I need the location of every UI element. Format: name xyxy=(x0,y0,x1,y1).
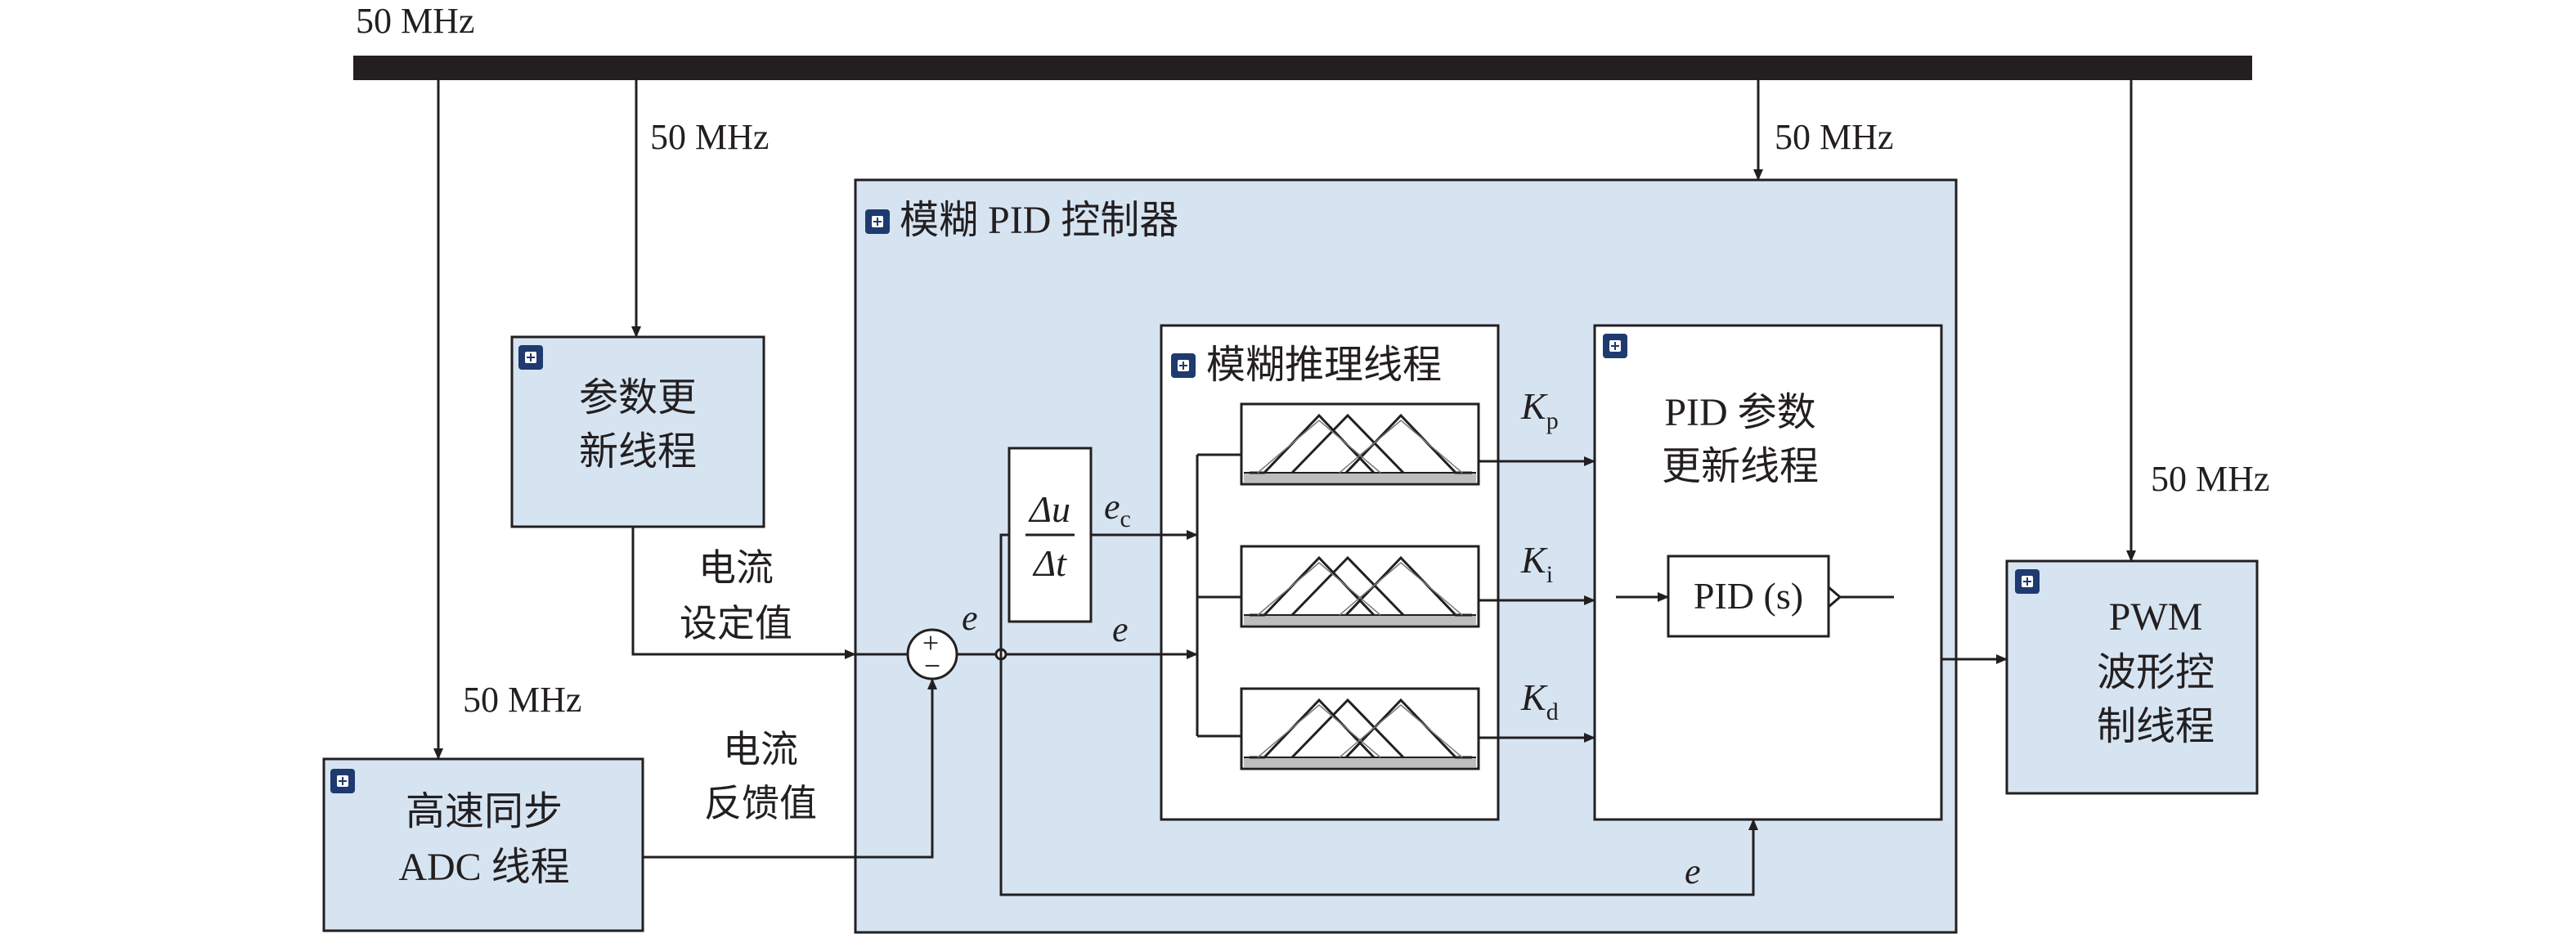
fuzzy-pid-title: 模糊 PID 控制器 xyxy=(900,199,1178,242)
setpoint-label-line1: 电流 xyxy=(698,547,774,589)
setpoint-wire xyxy=(631,527,855,656)
vi-icon xyxy=(518,344,544,370)
clock-label-param: 50 MHz xyxy=(650,117,769,157)
e-to-derivative xyxy=(999,533,1009,654)
ec-label: ec xyxy=(1104,487,1131,532)
feedback-label-line1: 电流 xyxy=(723,729,798,770)
kd-label: Kd xyxy=(1520,676,1559,725)
triangle-membership-icon xyxy=(1240,687,1480,770)
vi-icon xyxy=(864,209,891,235)
vi-icon xyxy=(1602,333,1628,359)
triangle-membership-icon xyxy=(1240,545,1480,628)
pid-param-title-line1: PID 参数 xyxy=(1664,391,1815,434)
adc-title-line1: 高速同步 xyxy=(406,790,563,833)
e-label-sum: e xyxy=(962,598,978,638)
derivative-numerator: Δu xyxy=(1028,488,1070,530)
pwm-title-line3: 制线程 xyxy=(2097,705,2215,748)
vi-icon xyxy=(2014,568,2040,595)
clock-label-adc: 50 MHz xyxy=(463,680,581,720)
kp-label: Kp xyxy=(1520,385,1559,434)
adc-block xyxy=(322,757,644,932)
fuzzy-infer-title: 模糊推理线程 xyxy=(1206,344,1442,387)
pid-param-title-line2: 更新线程 xyxy=(1662,445,1819,488)
param-update-title-line2: 新线程 xyxy=(579,430,697,474)
e-feedback-loop xyxy=(999,654,1758,896)
param-update-title-line1: 参数更 xyxy=(579,376,697,420)
vi-icon xyxy=(1170,352,1196,379)
pid-s-label: PID (s) xyxy=(1694,575,1803,617)
pwm-title-line1: PWM xyxy=(2109,595,2203,639)
sum-plus: + xyxy=(922,626,939,659)
clock-label-top: 50 MHz xyxy=(356,1,474,41)
clock-label-fuzzy-pid: 50 MHz xyxy=(1775,117,1893,157)
clock-bus xyxy=(353,56,2252,80)
derivative-denominator: Δt xyxy=(1032,542,1067,584)
param-update-block xyxy=(510,335,765,528)
clock-label-pwm: 50 MHz xyxy=(2151,459,2269,499)
sum-minus: − xyxy=(924,649,940,682)
adc-title-line2: ADC 线程 xyxy=(398,846,569,889)
ki-label: Ki xyxy=(1520,539,1553,588)
setpoint-label-line2: 设定值 xyxy=(680,603,792,644)
vi-icon xyxy=(330,768,356,794)
feedback-label-line2: 反馈值 xyxy=(704,783,817,824)
e-label-bottom: e xyxy=(1685,851,1701,891)
triangle-membership-icon xyxy=(1240,402,1480,486)
pwm-title-line2: 波形控 xyxy=(2097,651,2215,694)
e-label-mid: e xyxy=(1112,609,1129,649)
feedback-wire xyxy=(643,678,937,859)
